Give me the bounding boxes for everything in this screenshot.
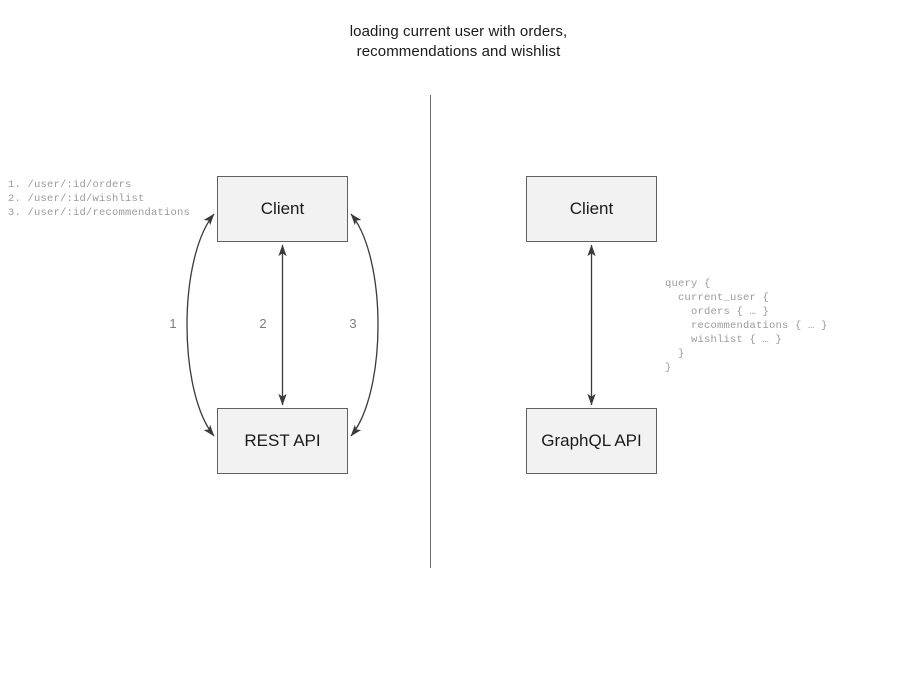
panel-divider: [430, 95, 431, 568]
node-graphql-api[interactable]: GraphQL API: [526, 408, 657, 474]
page-title: loading current user with orders, recomm…: [349, 23, 568, 60]
graphql-query-annotation: query { current_user { orders { … } reco…: [665, 278, 828, 374]
node-client-rest[interactable]: Client: [217, 176, 348, 242]
edge-1-path: [186, 213, 215, 437]
edge-label-1: 1: [169, 316, 177, 331]
node-client-graphql[interactable]: Client: [526, 176, 657, 242]
edge-label-2: 2: [259, 316, 267, 331]
edge-label-3: 3: [349, 316, 357, 331]
node-rest-api[interactable]: REST API: [217, 408, 348, 474]
rest-endpoints-annotation: 1. /user/:id/orders 2. /user/:id/wishlis…: [8, 179, 191, 219]
